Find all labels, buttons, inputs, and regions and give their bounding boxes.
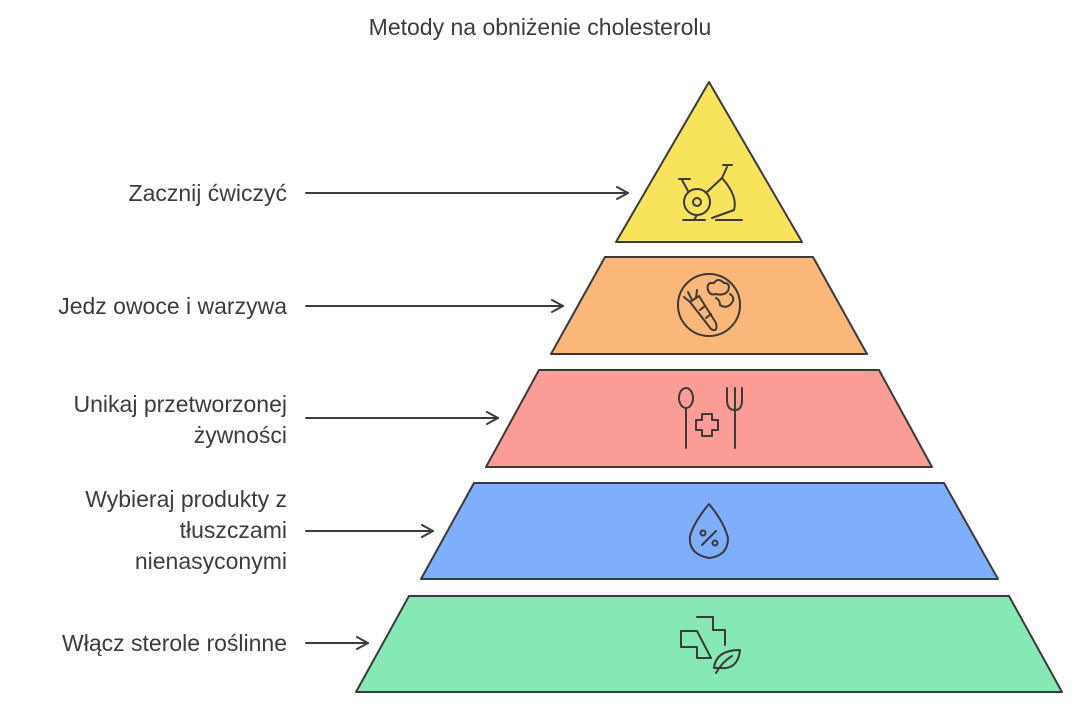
label-level-1: Zacznij ćwiczyć	[129, 178, 287, 209]
health-leaf-icon	[680, 616, 741, 674]
diagram-title: Metody na obniżenie cholesterolu	[368, 14, 712, 40]
label-level-3: Unikaj przetworzonej żywności	[74, 389, 287, 451]
label-level-4: Wybieraj produkty z tłuszczami nienasyco…	[85, 484, 287, 577]
label-line: Włącz sterole roślinne	[62, 630, 287, 656]
pyramid-level-1	[615, 81, 803, 243]
fruits-vegetables-icon	[677, 273, 741, 337]
label-line: Jedz owoce i warzywa	[58, 293, 287, 319]
pyramid-level-4	[420, 482, 999, 580]
label-line: tłuszczami	[179, 517, 287, 543]
utensils-health-icon	[678, 387, 743, 449]
pyramid-level-5	[355, 595, 1063, 693]
label-line: Unikaj przetworzonej	[73, 391, 287, 417]
label-line: nienasyconymi	[134, 548, 287, 574]
label-level-2: Jedz owoce i warzywa	[58, 291, 287, 322]
label-level-5: Włącz sterole roślinne	[62, 628, 287, 659]
pyramid-level-2	[550, 256, 868, 355]
label-line: Wybieraj produkty z	[85, 486, 287, 512]
pyramid-level-3	[485, 369, 933, 468]
label-line: żywności	[193, 422, 287, 448]
exercise-bike-icon	[678, 164, 743, 221]
label-line: Zacznij ćwiczyć	[128, 180, 287, 206]
fat-percent-drop-icon	[688, 503, 729, 559]
